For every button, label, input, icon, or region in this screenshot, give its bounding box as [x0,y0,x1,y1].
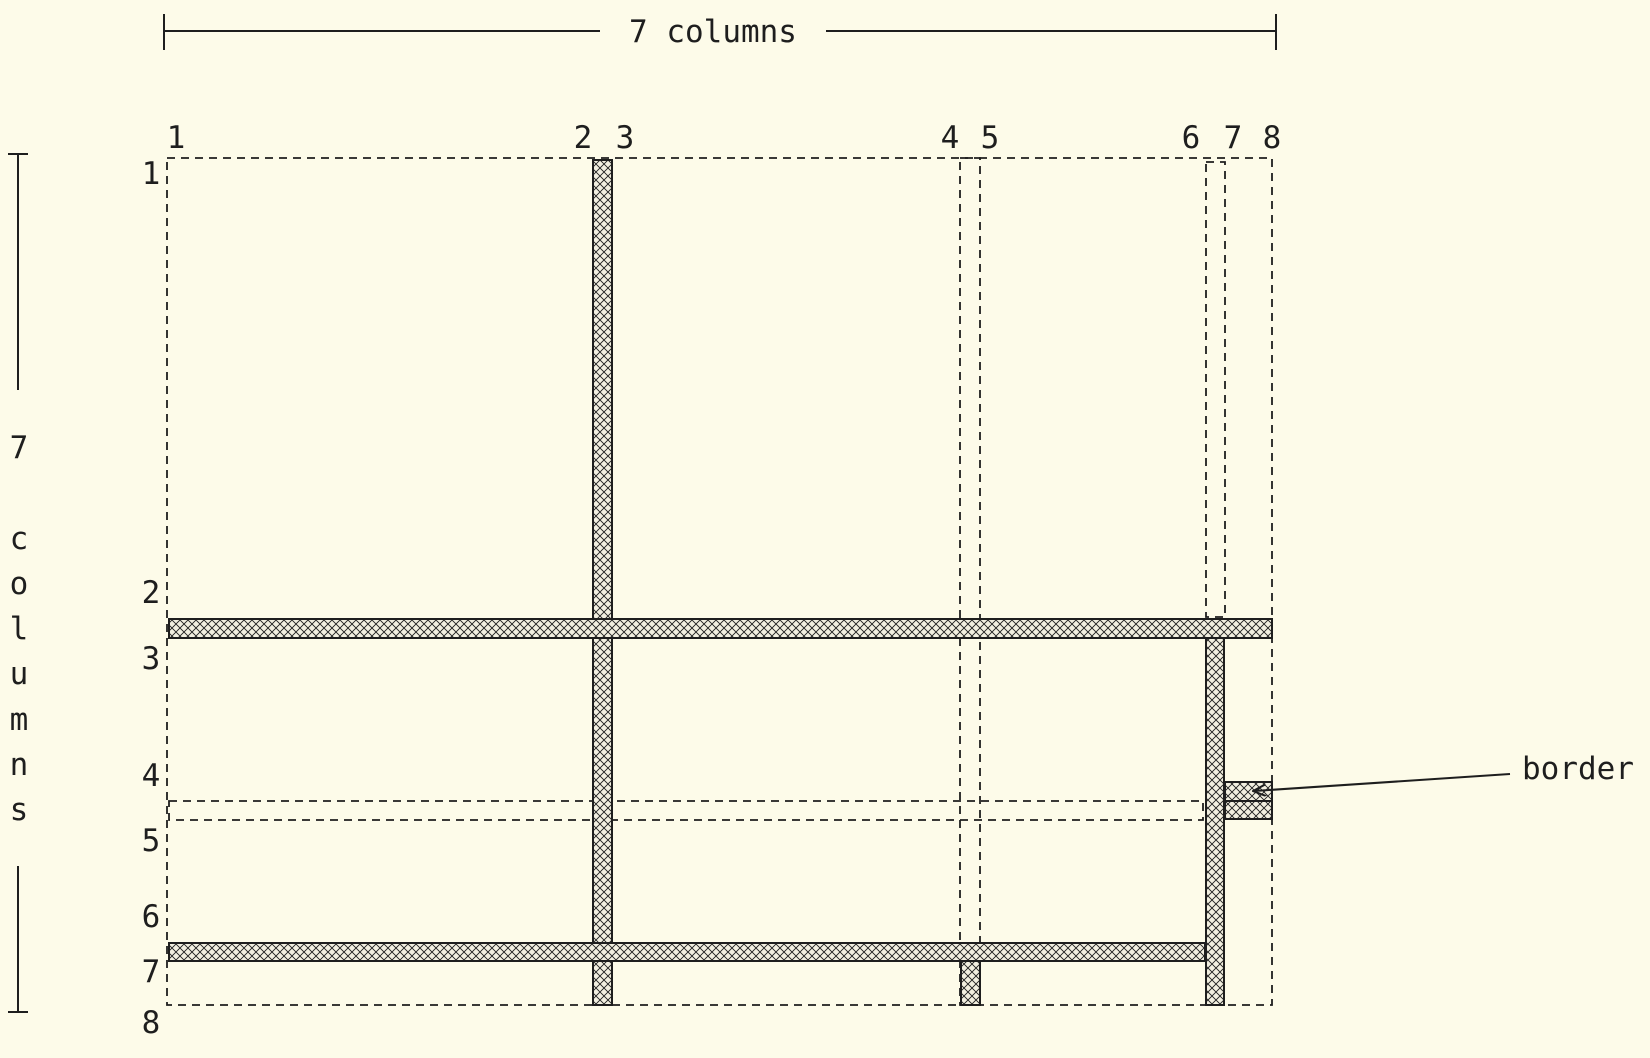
column-line-numbers: 1 2 3 4 5 6 7 8 [167,120,1282,156]
side-span-char: l [10,611,29,647]
column-line-number: 2 [574,120,593,156]
side-span-char: u [10,656,29,692]
row-gutter-6-7 [168,942,1206,962]
side-span-dimension: 7 c o l u m n s [8,153,29,1013]
row-line-number: 6 [142,899,161,935]
border-block-bottom [1224,800,1273,820]
row-gap-outline-4-5 [168,800,1204,821]
column-gap-outline-4-5 [959,157,981,1006]
column-line-number: 1 [167,120,186,156]
row-gutter-2-3 [168,618,1273,639]
row-line-number: 7 [142,954,161,990]
column-line-number: 7 [1224,120,1243,156]
row-line-number: 8 [142,1005,161,1041]
column-gutter-4-5-stub [960,960,981,1006]
grid-gutters [168,159,1273,1006]
row-line-number: 3 [142,641,161,677]
side-span-char: s [10,792,29,828]
border-block-top [1224,781,1273,802]
column-line-number: 8 [1263,120,1282,156]
grid-outline [166,157,1273,1006]
top-span-label: 7 columns [629,14,797,50]
column-line-number: 6 [1182,120,1201,156]
side-span-char: o [10,566,29,602]
border-label: border [1522,751,1634,787]
row-line-number: 5 [142,823,161,859]
border-annotation: border [1254,751,1634,791]
column-gap-outline-6-7 [1205,161,1226,618]
side-span-char: m [10,702,29,738]
column-line-number: 5 [981,120,1000,156]
side-span-char: c [10,521,29,557]
column-line-number: 4 [941,120,960,156]
top-span-dimension: 7 columns [163,14,1277,50]
grid-container-outline [166,157,1273,1006]
column-gutter-2-3 [592,159,613,1006]
row-line-number: 1 [142,156,161,192]
border-arrow [1254,773,1511,791]
side-span-char: 7 [10,430,29,466]
row-line-numbers: 1 2 3 4 5 6 7 8 [142,156,161,1041]
column-gutter-6-7 [1205,637,1225,1006]
row-line-number: 2 [142,575,161,611]
row-line-number: 4 [142,758,161,794]
side-span-char: n [10,747,29,783]
column-line-number: 3 [616,120,635,156]
